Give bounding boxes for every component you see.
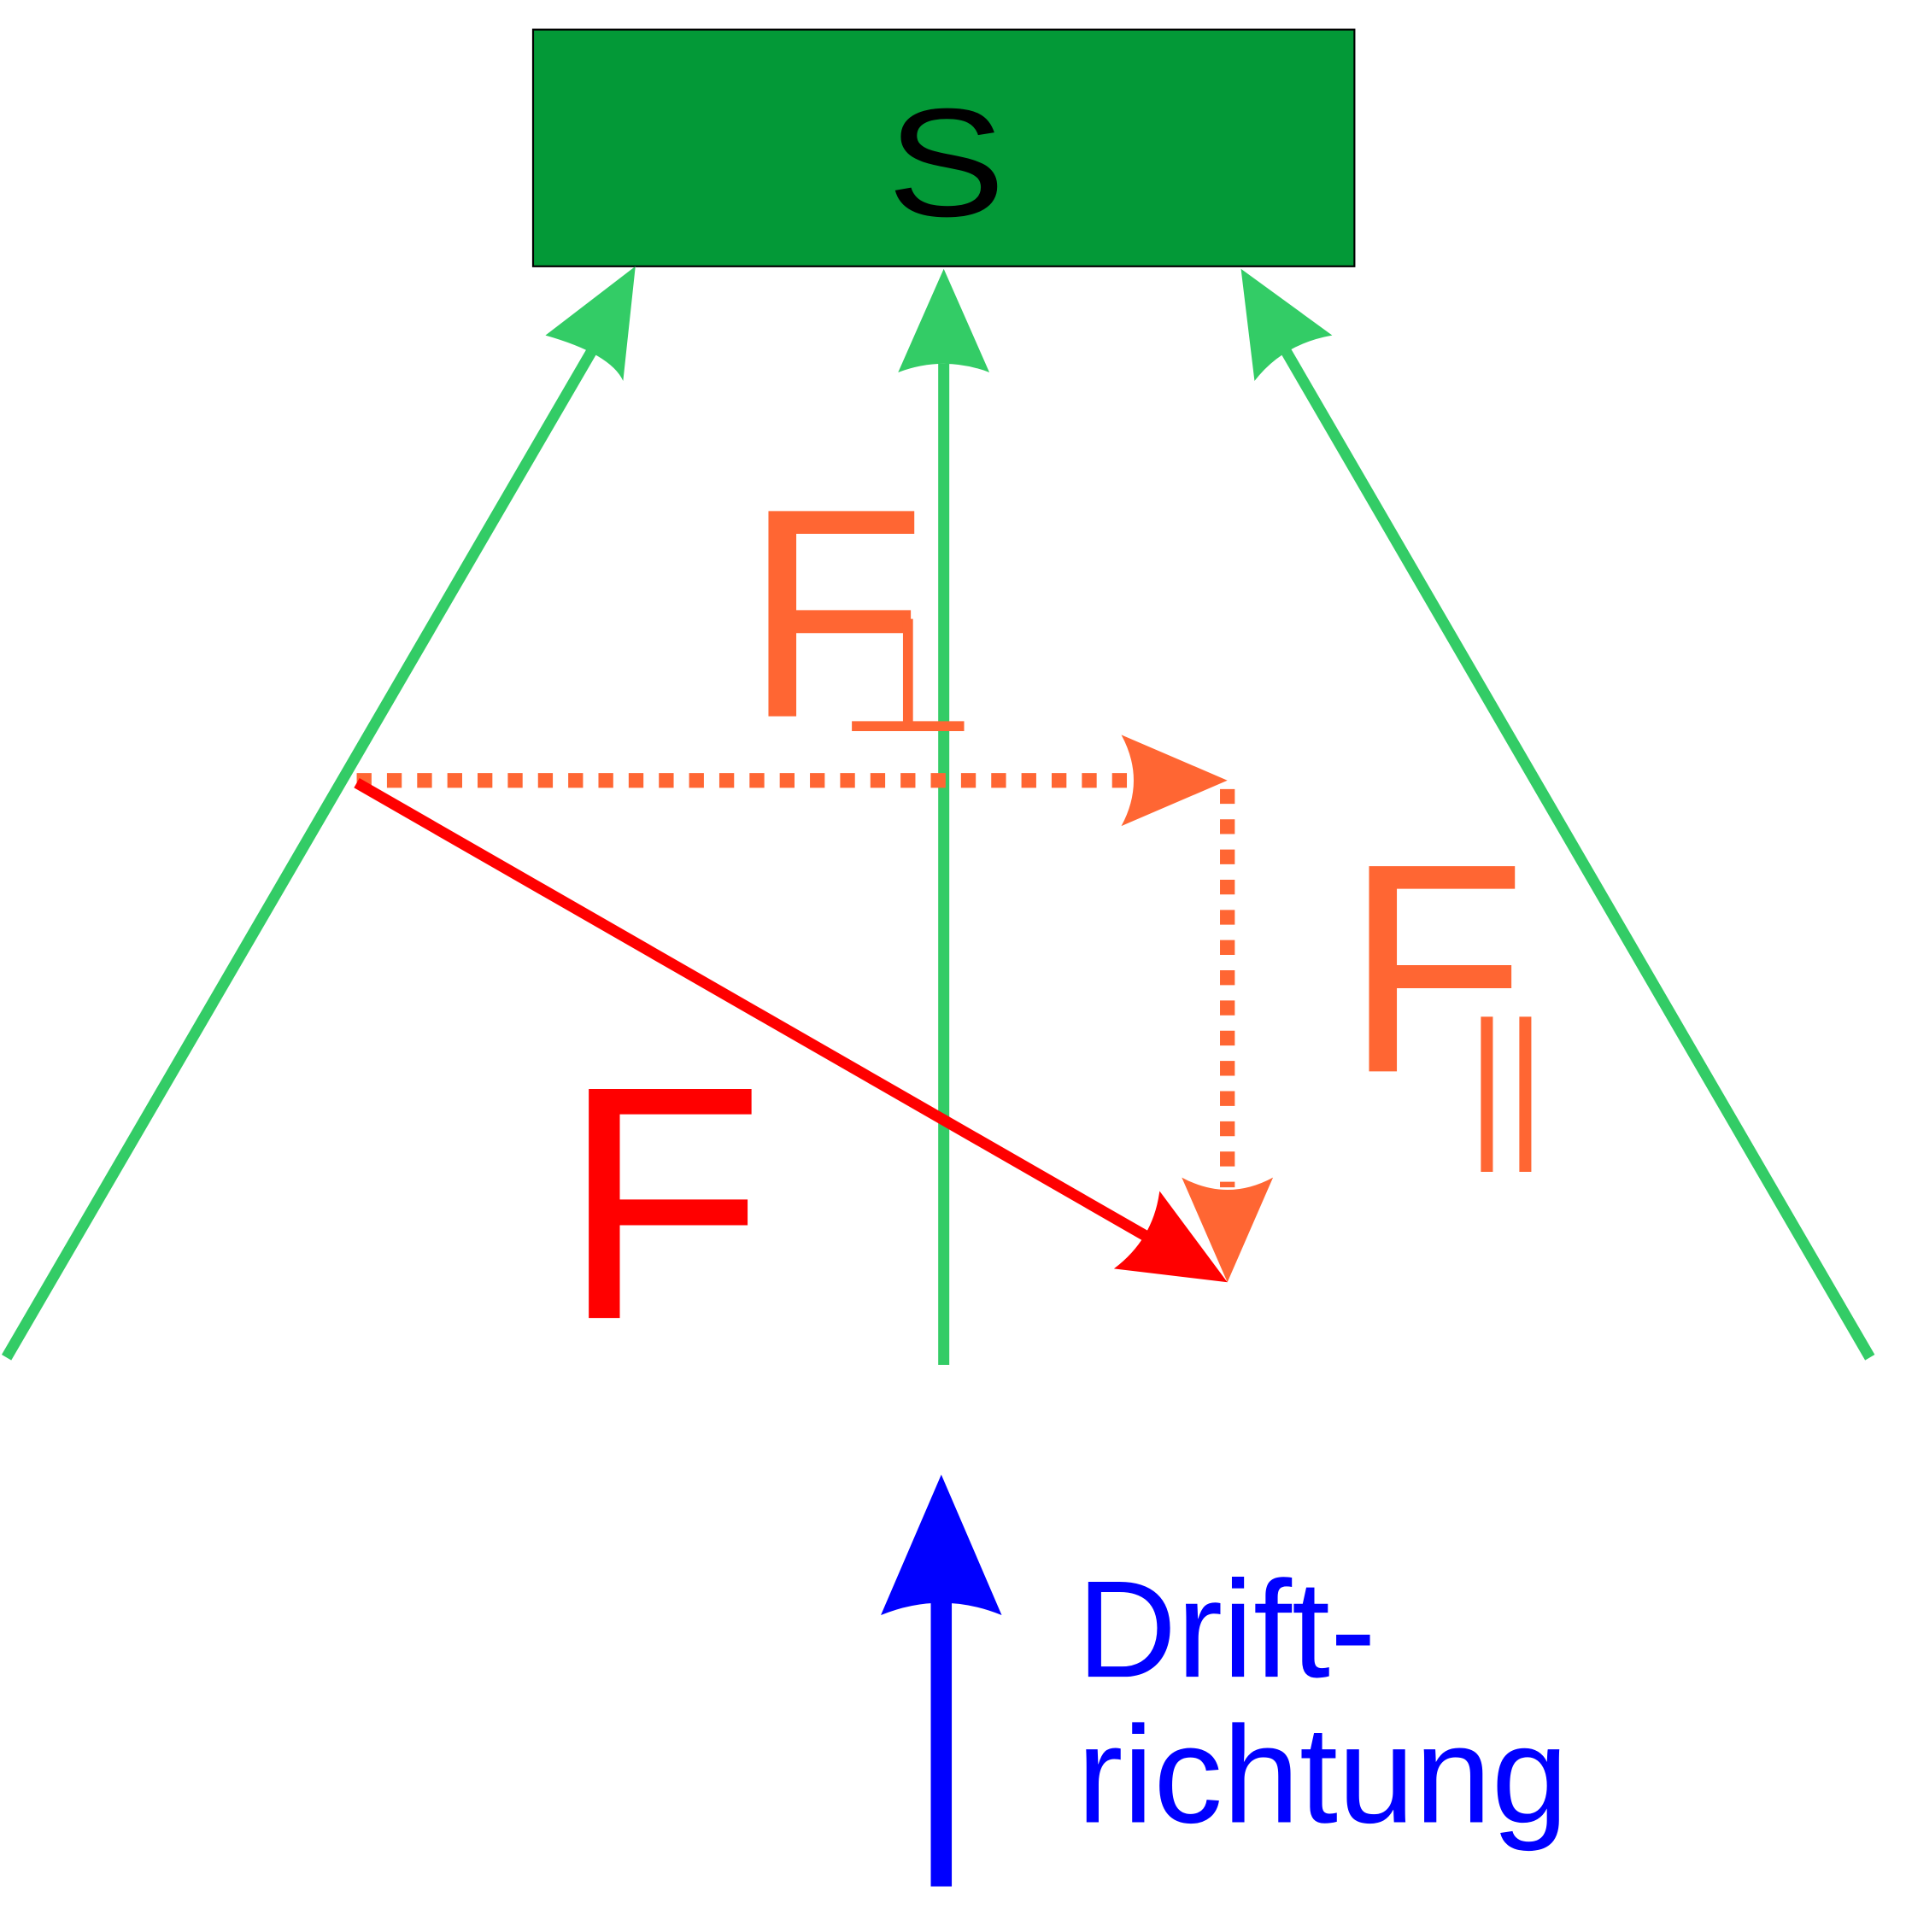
target-box-label: S: [887, 77, 1005, 249]
force-perpendicular-head: [1121, 735, 1228, 827]
force-parallel-label: F ||: [1345, 802, 1545, 1173]
force-parallel-head: [1182, 1177, 1274, 1283]
force-total-shaft: [354, 778, 1157, 1245]
force-parallel-arrow: [1182, 788, 1274, 1283]
drift-caption-line2: richtung: [1077, 1699, 1569, 1853]
force-perpendicular-symbol: F: [744, 448, 926, 781]
target-box: S: [531, 28, 1356, 267]
field-arrowhead-left: [545, 266, 636, 382]
force-total-arrow: [354, 778, 1228, 1283]
drift-direction-arrow: [881, 1474, 1002, 1887]
force-total-head: [1113, 1191, 1228, 1283]
field-line-right: [1280, 347, 1875, 1361]
field-lines: [1, 347, 1875, 1365]
force-perpendicular-label: F ⊥: [744, 448, 978, 781]
field-line-left: [1, 347, 597, 1361]
force-parallel-symbol: F: [1345, 802, 1527, 1135]
target-box-rect: [531, 28, 1356, 267]
force-perpendicular-subscript: ⊥: [838, 586, 977, 765]
force-total-label: F: [561, 1016, 765, 1389]
drift-caption: Drift- richtung: [1077, 1553, 1569, 1852]
field-arrowhead-right: [1240, 268, 1333, 382]
drift-caption-line1: Drift-: [1077, 1553, 1376, 1707]
force-parallel-subscript: ||: [1468, 987, 1545, 1173]
force-perpendicular-arrow: [356, 735, 1228, 827]
field-arrowhead-center: [898, 268, 990, 372]
drift-arrow-head: [881, 1474, 1002, 1616]
field-arrowheads: [545, 266, 1333, 382]
